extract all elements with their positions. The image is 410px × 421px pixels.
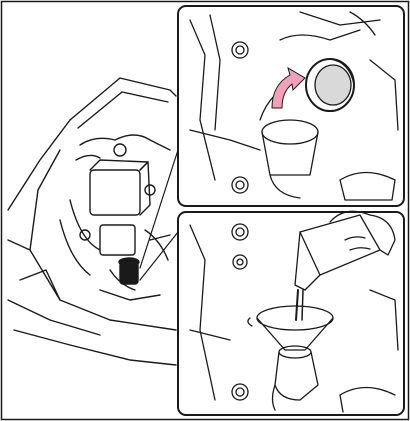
manual-illustration <box>0 0 410 421</box>
illustration-svg <box>0 0 410 421</box>
